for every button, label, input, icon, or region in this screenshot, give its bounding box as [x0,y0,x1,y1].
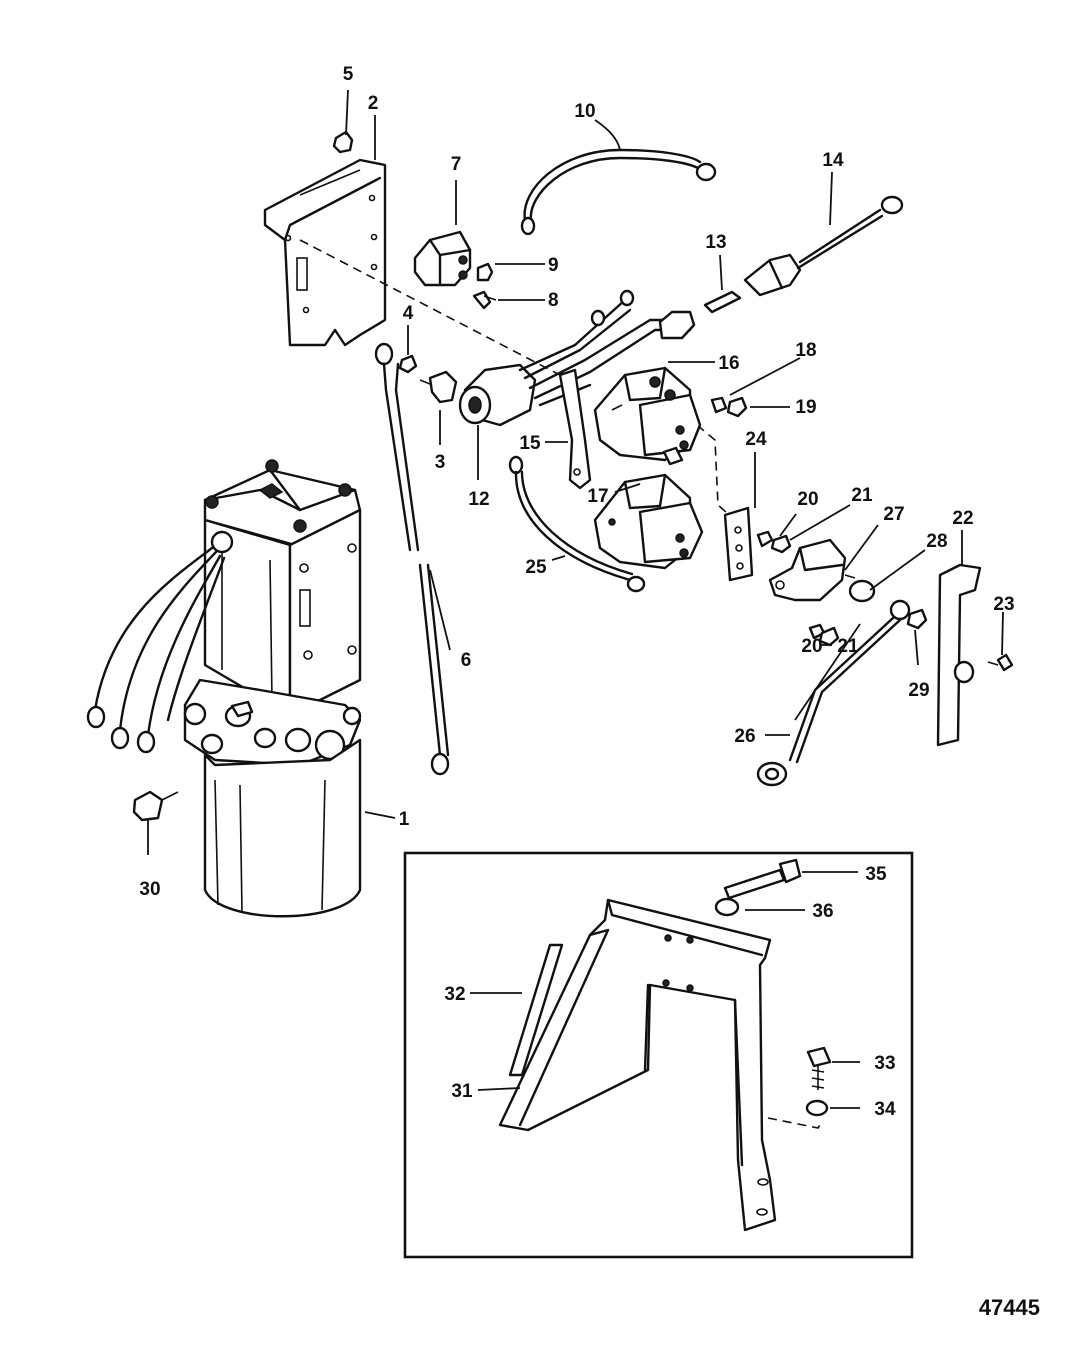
key-switch [458,289,696,427]
fill-plug [132,790,179,822]
callout-35: 35 [865,864,887,885]
callout-5: 5 [343,64,354,85]
callout-labels: 5 2 7 9 8 10 13 14 4 3 12 15 16 18 19 17… [139,64,1014,1120]
lockwasher [756,530,774,548]
callout-33: 33 [874,1053,895,1074]
screw [987,653,1014,672]
callout-17: 17 [587,486,608,507]
nut [818,626,840,647]
terminal-strip [723,506,754,582]
washer [805,1099,829,1117]
callout-2: 2 [368,93,379,114]
nut [906,608,928,630]
callout-31: 31 [451,1081,473,1102]
lockwasher [710,396,728,414]
switch-knob [419,370,458,404]
callout-9: 9 [548,255,559,276]
nut [726,396,748,418]
solenoid-down [593,473,704,570]
callout-32: 32 [444,984,465,1005]
harness-lead [520,148,717,236]
motor-leads [86,546,226,754]
locknut [332,130,354,154]
callout-14: 14 [822,150,844,171]
callout-12: 12 [468,489,489,510]
callout-15: 15 [519,433,541,454]
callout-3: 3 [435,452,446,473]
callout-26: 26 [734,726,755,747]
callout-29: 29 [908,680,929,701]
battery-lead [756,599,911,787]
callout-21-lower: 21 [837,636,859,657]
leader-lines [147,89,1004,1109]
callout-19: 19 [795,397,816,418]
callout-20-upper: 20 [797,489,818,510]
mounting-bracket [263,158,387,347]
callout-30: 30 [139,879,160,900]
callout-10: 10 [574,101,595,122]
callout-16: 16 [718,353,739,374]
nut [398,354,418,374]
callout-24: 24 [745,429,767,450]
pump-motor-assembly [183,459,362,918]
thermal-switch [768,538,856,602]
callout-13: 13 [705,232,726,253]
screw [472,290,497,310]
alignment-line [696,424,736,521]
solenoid-up [593,366,702,462]
callout-1: 1 [399,809,410,830]
callout-22: 22 [952,508,973,529]
callout-18: 18 [795,340,816,361]
nut [476,262,494,282]
callout-7: 7 [451,154,462,175]
callout-36: 36 [812,901,833,922]
fuse [703,290,742,314]
callout-25: 25 [525,557,547,578]
alignment-line [767,1117,821,1129]
alignment-line [299,239,561,376]
figure-number: 47445 [979,1295,1040,1320]
mounting-bracket-alt [498,898,777,1232]
nut [770,534,792,554]
callout-28: 28 [926,531,947,552]
callout-27: 27 [883,504,904,525]
callout-8: 8 [548,290,559,311]
callout-21-upper: 21 [851,485,873,506]
screw [662,446,684,466]
callout-20-lower: 20 [801,636,822,657]
solenoid-lead [508,455,646,593]
relay-bracket [558,368,592,490]
circuit-breaker [413,230,472,287]
callout-23: 23 [993,594,1014,615]
inset-panel [403,851,914,1259]
callout-34: 34 [874,1099,896,1120]
bolt [723,858,802,900]
callout-6: 6 [461,650,472,671]
screw [806,1046,832,1090]
washer [848,579,876,603]
insulator-cover [936,563,982,747]
callout-4: 4 [403,303,414,324]
rubber-strip [508,943,564,1077]
ground-lead [374,342,450,776]
washer [714,897,740,917]
fuse-holder-lead [743,195,904,297]
